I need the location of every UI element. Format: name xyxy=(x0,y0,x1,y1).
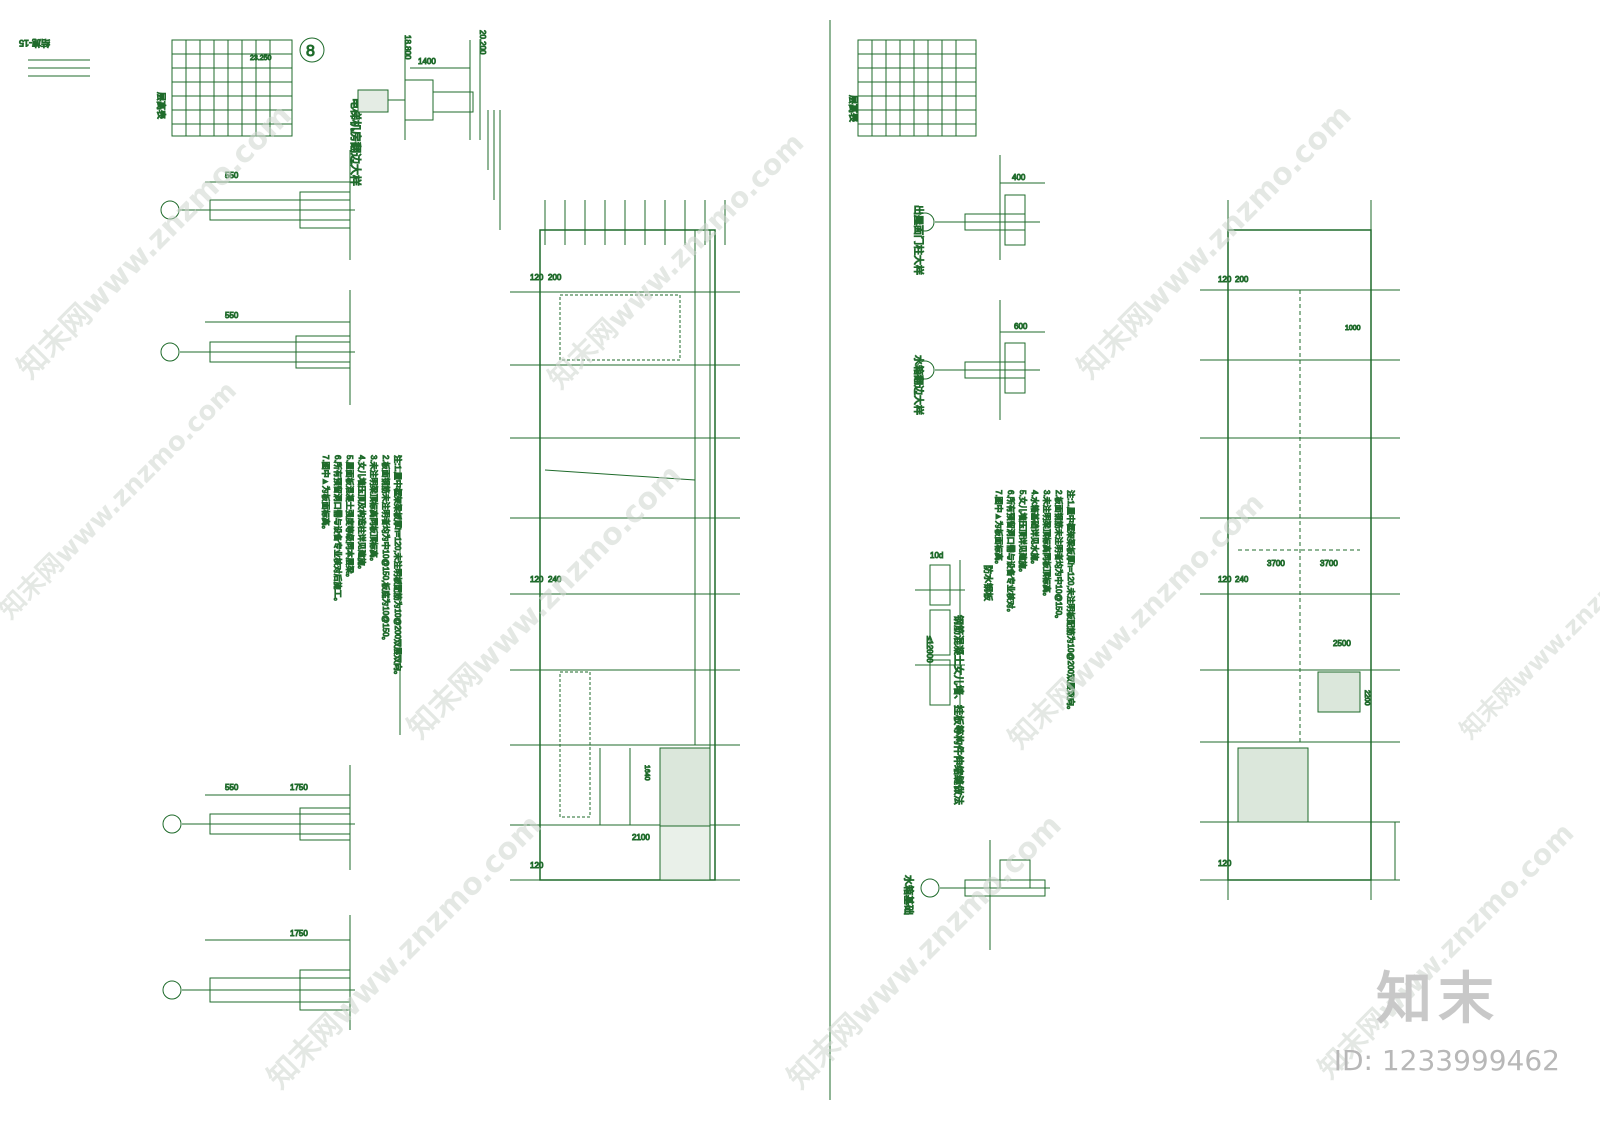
level-18800: 18.800 xyxy=(403,35,412,60)
corner-lines xyxy=(28,59,90,77)
dim-3700-b: 3700 xyxy=(1320,559,1338,568)
door-column-detail xyxy=(915,155,1045,260)
notes-right: 注:1.屋中框架梁板厚h=120,未注明板配筋为10@200双层双向。 2.板面… xyxy=(994,490,1077,715)
dim-120-c: 120 xyxy=(530,861,544,870)
waterstop-label: 防水钢板 xyxy=(983,565,994,601)
svg-text:知末网www.znzmo.com: 知末网www.znzmo.com xyxy=(401,458,689,746)
svg-text:4.女儿墙压顶及构造柱详见建施。: 4.女儿墙压顶及构造柱详见建施。 xyxy=(357,455,367,574)
svg-text:6.所有预留洞口需与设备专业核对。: 6.所有预留洞口需与设备专业核对。 xyxy=(1006,490,1016,617)
notes-left: 注:1.屋中框架梁板厚h=120,未注明板配筋为10@200双层双向。 2.板面… xyxy=(321,455,404,680)
dim-1400: 1400 xyxy=(418,57,436,66)
detail-3-title: 水箱翻边大样 xyxy=(912,355,925,415)
wall-section-1 xyxy=(160,150,355,260)
dim-1640: 1640 xyxy=(643,765,650,781)
detail-badge: 8 xyxy=(306,43,315,60)
wall-section-4 xyxy=(162,915,355,1030)
wall-section-2 xyxy=(160,290,355,405)
curb-notes xyxy=(487,110,501,230)
svg-text:知末网www.znzmo.com: 知末网www.znzmo.com xyxy=(1071,98,1359,386)
right-roof-plan xyxy=(1200,200,1400,900)
watermarks: 知末网www.znzmo.com 知末网www.znzmo.com 知末网www… xyxy=(0,98,1600,1096)
dim-120-b: 120 xyxy=(530,575,544,584)
dim-240-a: 240 xyxy=(548,575,562,584)
dim-10d: 10d xyxy=(930,551,943,560)
dim-550-a: 550 xyxy=(225,171,239,180)
left-floor-table xyxy=(171,39,293,137)
dim-2200: 2200 xyxy=(1363,690,1370,706)
dim-120-a: 120 xyxy=(530,273,544,282)
svg-text:知末网www.znzmo.com: 知末网www.znzmo.com xyxy=(11,98,299,386)
dim-550-c: 550 xyxy=(225,783,239,792)
detail-badge-circle xyxy=(299,37,325,63)
corner-label: 结施-15 xyxy=(19,38,50,49)
svg-text:注:1.屋中框架梁板厚h=120,未注明板配筋为10@200: 注:1.屋中框架梁板厚h=120,未注明板配筋为10@200双层双向。 xyxy=(1066,490,1076,714)
svg-text:知末网www.znzmo.com: 知末网www.znzmo.com xyxy=(0,376,243,625)
dim-120-d: 120 xyxy=(1218,275,1232,284)
detail-4-title: 水箱基础 xyxy=(902,875,915,915)
dim-1750-a: 1750 xyxy=(290,783,308,792)
svg-text:注:1.屋中框架梁板厚h=120,未注明板配筋为10@200: 注:1.屋中框架梁板厚h=120,未注明板配筋为10@200双层双向。 xyxy=(393,455,403,679)
dim-12000: ≤12000 xyxy=(925,636,934,663)
svg-text:知末网www.znzmo.com: 知末网www.znzmo.com xyxy=(542,126,811,395)
right-table-title: 层高表 xyxy=(848,95,859,122)
left-table-extra: 23.250 xyxy=(250,55,272,62)
svg-text:3.未注明梁顶标高同板顶标高。: 3.未注明梁顶标高同板顶标高。 xyxy=(1042,490,1052,601)
dim-120-e: 120 xyxy=(1218,575,1232,584)
dim-400: 400 xyxy=(1012,173,1026,182)
dim-240-b: 240 xyxy=(1235,575,1249,584)
dim-120-f: 120 xyxy=(1218,859,1232,868)
dim-3700-a: 3700 xyxy=(1267,559,1285,568)
left-roof-plan xyxy=(510,200,740,881)
curb-detail xyxy=(357,40,481,140)
dim-1750-b: 1750 xyxy=(290,929,308,938)
dim-550-b: 550 xyxy=(225,311,239,320)
svg-text:2.板面钢筋未注明者均为中10@150。: 2.板面钢筋未注明者均为中10@150。 xyxy=(1054,490,1064,623)
detail-5-title: 钢筋混凝土女儿墙、挂板等构件伸缩缝做法 xyxy=(952,615,965,805)
wall-section-3 xyxy=(162,765,355,870)
image-id: ID: 1233999462 xyxy=(1333,1044,1560,1077)
dim-1000: 1000 xyxy=(1345,325,1361,332)
brand-logo: 知末 xyxy=(1376,967,1500,1032)
svg-text:5.女儿墙压顶详见建施。: 5.女儿墙压顶详见建施。 xyxy=(1018,490,1028,577)
right-floor-table xyxy=(857,39,977,137)
left-table-title: 层高表 xyxy=(156,92,167,119)
svg-text:知末网www.znzmo.com: 知末网www.znzmo.com xyxy=(781,808,1069,1096)
svg-text:5.屋面板混凝土强度等级同本层梁。: 5.屋面板混凝土强度等级同本层梁。 xyxy=(345,455,355,582)
svg-text:7.图中▲为板面标高。: 7.图中▲为板面标高。 xyxy=(321,455,331,534)
svg-text:知末网www.znzmo.com: 知末网www.znzmo.com xyxy=(1002,486,1271,755)
svg-text:2.板面钢筋未注明者均为中10@150,板底为10@150。: 2.板面钢筋未注明者均为中10@150,板底为10@150。 xyxy=(381,455,391,645)
dim-200-a: 200 xyxy=(548,273,562,282)
detail-2-title: 出屋面门柱大样 xyxy=(912,205,925,275)
detail-title: 电梯机房翻边大样 xyxy=(349,98,363,186)
tank-base-detail xyxy=(920,840,1050,950)
dim-2100: 2100 xyxy=(632,833,650,842)
expansion-joint-detail xyxy=(915,560,965,710)
svg-text:4.水箱基础详见水施。: 4.水箱基础详见水施。 xyxy=(1030,490,1040,569)
tank-curb-detail xyxy=(915,300,1045,420)
dim-2500: 2500 xyxy=(1333,639,1351,648)
svg-text:知末网www.znzmo.com: 知末网www.znzmo.com xyxy=(1454,514,1600,744)
level-20200: 20.200 xyxy=(478,30,487,55)
dim-600: 600 xyxy=(1014,322,1028,331)
svg-text:6.所有预留洞口需与设备专业核对后施工。: 6.所有预留洞口需与设备专业核对后施工。 xyxy=(333,455,343,606)
svg-text:知末网www.znzmo.com: 知末网www.znzmo.com xyxy=(261,808,549,1096)
svg-text:3.未注明梁顶标高同板顶标高。: 3.未注明梁顶标高同板顶标高。 xyxy=(369,455,379,566)
dim-200-b: 200 xyxy=(1235,275,1249,284)
svg-text:7.图中▲为板面标高。: 7.图中▲为板面标高。 xyxy=(994,490,1004,569)
